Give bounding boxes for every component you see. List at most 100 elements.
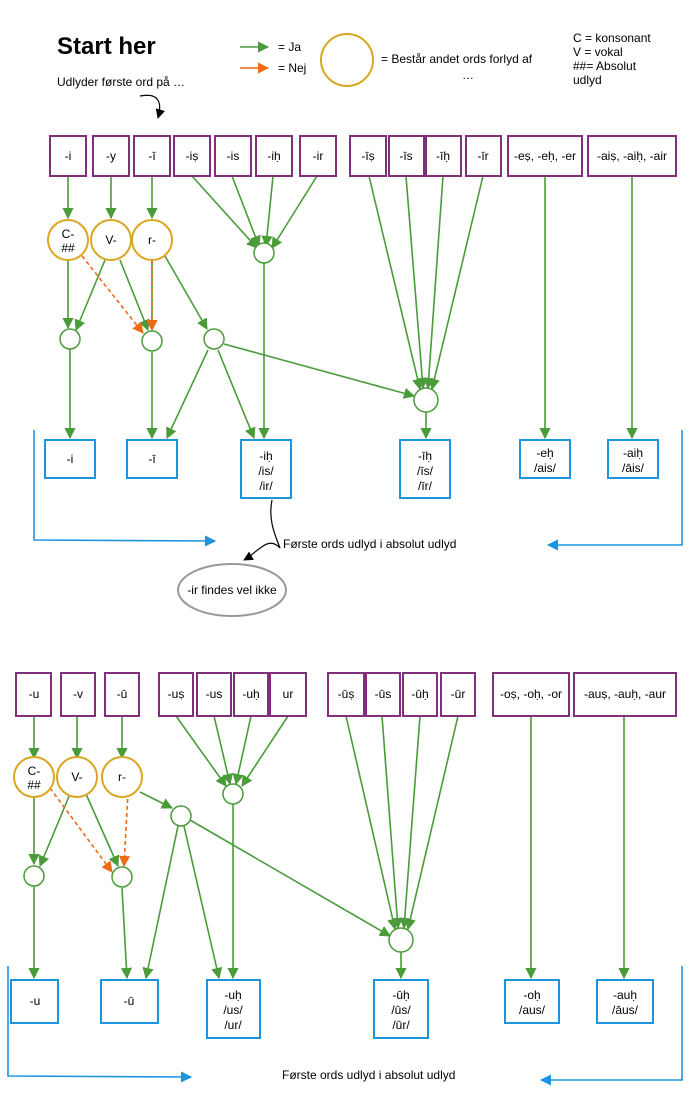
legend-key-absolute: ##= Absolut <box>573 59 637 73</box>
absolute-label: Første ords udlyd i absolut udlyd <box>283 537 456 551</box>
output-label: -eḥ <box>536 446 553 460</box>
input-label: -v <box>73 687 83 701</box>
output-label: -u <box>30 994 41 1008</box>
input-box <box>104 672 140 717</box>
output-label: -auḥ <box>613 988 637 1002</box>
condition-circle <box>101 756 143 798</box>
start-subtitle: Udlyder første ord på … <box>57 75 185 89</box>
output-box <box>596 979 654 1024</box>
input-label: -īs <box>399 149 412 163</box>
input-label: -u <box>29 687 40 701</box>
input-box <box>255 135 293 177</box>
output-box <box>240 439 292 499</box>
condition-label: r- <box>148 233 156 247</box>
output-label: -ū <box>124 994 135 1008</box>
input-label: -īṣ <box>361 149 374 163</box>
output-box <box>100 979 159 1024</box>
output-label: -i <box>67 452 74 466</box>
legend-key-absolute-2: udlyd <box>573 73 602 87</box>
absolute-label: Første ords udlyd i absolut udlyd <box>282 1068 455 1082</box>
input-box <box>196 672 232 717</box>
note-label: -ir findes vel ikke <box>187 583 277 597</box>
input-box <box>388 135 425 177</box>
output-box <box>504 979 560 1024</box>
input-label: -i <box>65 149 72 163</box>
condition-label: V- <box>105 233 116 247</box>
input-box <box>327 672 365 717</box>
output-box <box>10 979 59 1024</box>
absolute-bracket-right <box>546 430 683 551</box>
legend-circle-label: = Består andet ords forlyd af <box>381 52 533 66</box>
output-label: -uḥ <box>224 988 241 1002</box>
condition-label: C- <box>28 764 41 778</box>
output-box <box>373 979 429 1039</box>
output-label: /aus/ <box>519 1003 546 1017</box>
input-label: -iṣ <box>186 149 199 163</box>
input-label: -ū <box>117 687 128 701</box>
output-label: /īr/ <box>418 479 433 493</box>
input-label: -aiṣ, -aiḥ, -air <box>597 149 667 163</box>
input-box <box>133 135 171 177</box>
input-label: -y <box>106 149 116 163</box>
junction-node <box>253 242 275 264</box>
output-label: -ī <box>148 452 156 466</box>
input-box <box>425 135 462 177</box>
input-box <box>440 672 476 717</box>
input-box <box>465 135 502 177</box>
input-box <box>365 672 401 717</box>
input-box <box>573 672 677 717</box>
output-label: /ur/ <box>224 1018 242 1032</box>
legend-key-consonant: C = konsonant <box>573 31 651 45</box>
page-title: Start her <box>57 33 156 60</box>
input-label: -oṣ, -oḥ, -or <box>500 687 562 701</box>
legend-no-label: = Nej <box>278 61 306 75</box>
input-box <box>507 135 583 177</box>
output-box <box>607 439 659 479</box>
output-box <box>126 439 178 479</box>
input-label: -ūṣ <box>338 687 355 701</box>
input-label: -ūr <box>451 687 466 701</box>
output-label: /īs/ <box>417 464 434 478</box>
output-box <box>206 979 261 1039</box>
output-label: -īḥ <box>418 449 432 463</box>
output-label: /āus/ <box>612 1003 639 1017</box>
input-label: -uṣ <box>168 687 185 701</box>
input-label: ur <box>283 687 294 701</box>
absolute-bracket-right <box>539 966 683 1086</box>
junction-node <box>203 328 225 350</box>
condition-circle <box>56 756 98 798</box>
input-box <box>60 672 96 717</box>
output-label: /ūr/ <box>392 1018 410 1032</box>
input-box <box>158 672 194 717</box>
junction-node <box>23 865 45 887</box>
input-box <box>402 672 438 717</box>
input-label: -ī <box>148 149 156 163</box>
junction-node <box>141 330 163 352</box>
input-label: -ūs <box>375 687 392 701</box>
condition-label: r- <box>118 770 126 784</box>
input-label: -us <box>206 687 223 701</box>
note-arrow <box>243 499 281 561</box>
input-label: -ūḥ <box>411 687 428 701</box>
input-label: -uḥ <box>242 687 259 701</box>
output-label: /ais/ <box>534 461 557 475</box>
condition-label: ## <box>27 778 41 792</box>
output-box <box>399 439 451 499</box>
input-box <box>269 672 307 717</box>
condition-label: V- <box>71 770 82 784</box>
output-label: /is/ <box>258 464 274 478</box>
input-label: -eṣ, -eḥ, -er <box>514 149 576 163</box>
section-1: -i -y -ī -iṣ -is -iḥ -ir -īṣ -īs -īḥ -īr… <box>33 135 683 617</box>
input-label: -ir <box>313 149 324 163</box>
output-box <box>44 439 96 479</box>
input-box <box>15 672 52 717</box>
start-arrow <box>139 94 165 119</box>
junction-node <box>388 927 414 953</box>
note-ellipse <box>177 563 287 617</box>
junction-node <box>59 328 81 350</box>
input-label: -īr <box>477 149 488 163</box>
condition-circle <box>47 219 89 261</box>
input-label: -iḥ <box>267 149 280 163</box>
output-label: /ūs/ <box>391 1003 411 1017</box>
